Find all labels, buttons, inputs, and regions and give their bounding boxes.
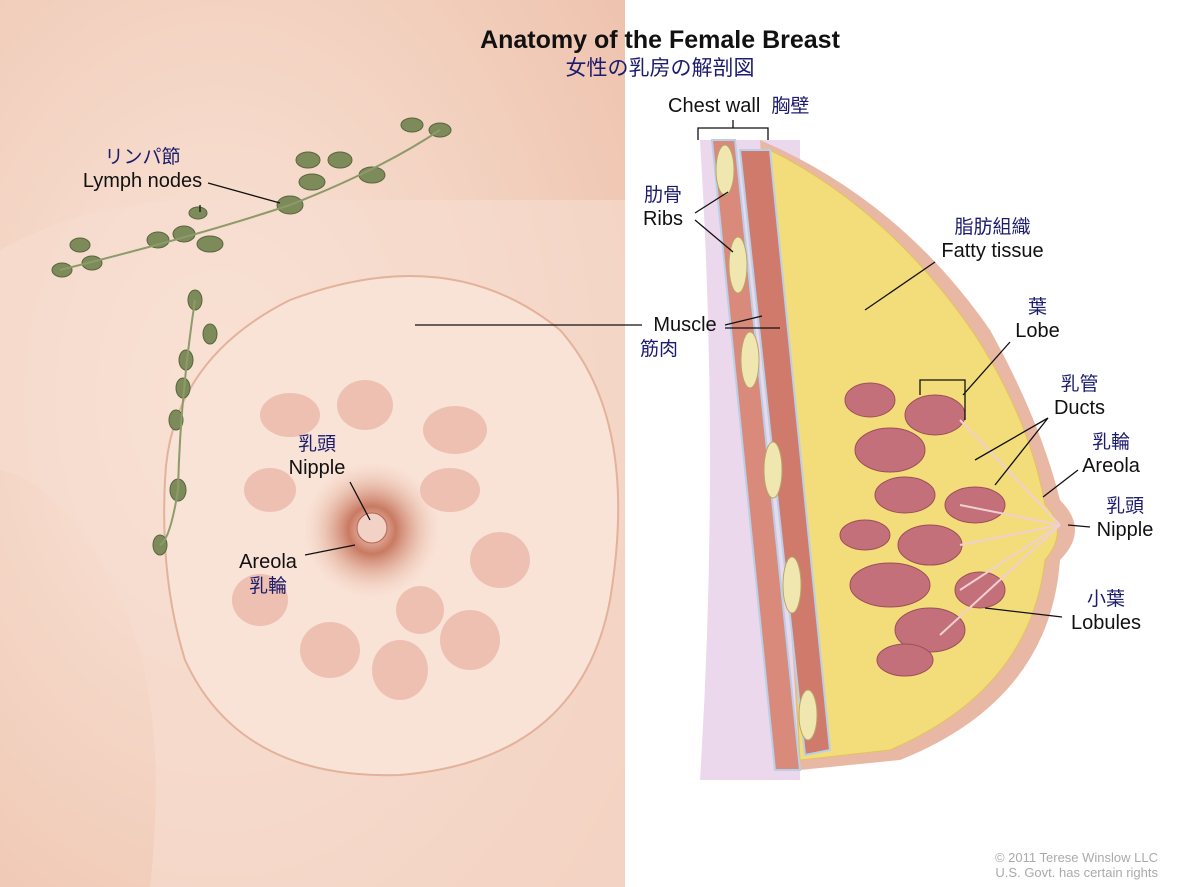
label-en: Lobe — [1015, 320, 1060, 342]
front-view — [0, 0, 625, 887]
label-fatty-tissue: 脂肪組織 Fatty tissue — [925, 215, 1060, 263]
label-muscle: Muscle 筋肉 — [640, 313, 730, 361]
label-en: Lymph nodes — [82, 170, 203, 192]
label-en: Nipple — [1096, 519, 1154, 541]
label-ja: 乳頭 — [1105, 495, 1144, 517]
label-lobe: 葉 Lobe — [1005, 295, 1070, 343]
copyright: © 2011 Terese Winslow LLC U.S. Govt. has… — [995, 850, 1158, 880]
label-en: Ribs — [642, 208, 683, 230]
figure-title: Anatomy of the Female Breast 女性の乳房の解剖図 — [440, 26, 880, 82]
copyright-line1: © 2011 Terese Winslow LLC — [994, 850, 1158, 865]
label-lymph-nodes: リンパ節 Lymph nodes — [70, 145, 215, 193]
label-en: Areola — [239, 551, 297, 573]
label-en: Lobules — [1070, 612, 1142, 634]
label-ja: 小葉 — [1086, 588, 1125, 610]
label-en: Muscle — [653, 314, 717, 336]
side-view — [625, 0, 1200, 887]
label-en: Ducts — [1053, 397, 1106, 419]
copyright-line2: U.S. Govt. has certain rights — [995, 865, 1158, 880]
label-ja: 乳頭 — [297, 433, 336, 455]
label-ja: 肋骨 — [643, 184, 682, 206]
label-areola-front: Areola 乳輪 — [228, 550, 308, 598]
label-lobules: 小葉 Lobules — [1060, 587, 1152, 635]
label-ja: 胸壁 — [771, 95, 810, 117]
label-nipple-front: 乳頭 Nipple — [275, 432, 359, 480]
label-ja: 葉 — [1027, 296, 1047, 318]
label-ribs: 肋骨 Ribs — [628, 183, 698, 231]
label-ja: 乳輪 — [248, 575, 287, 597]
label-chest-wall: Chest wall 胸壁 — [668, 94, 868, 118]
label-ja: 筋肉 — [640, 338, 679, 360]
title-ja: 女性の乳房の解剖図 — [565, 56, 755, 80]
label-ducts: 乳管 Ducts — [1042, 372, 1117, 420]
label-ja: 乳輪 — [1091, 431, 1130, 453]
label-nipple-side: 乳頭 Nipple — [1088, 494, 1162, 542]
label-ja: 乳管 — [1060, 373, 1099, 395]
leader-lines — [199, 120, 1091, 618]
label-ja: 脂肪組織 — [954, 216, 1031, 238]
label-en: Areola — [1082, 455, 1140, 477]
title-en: Anatomy of the Female Breast — [480, 26, 840, 54]
label-areola-side: 乳輪 Areola — [1072, 430, 1150, 478]
label-en: Fatty tissue — [941, 240, 1044, 262]
label-en: Chest wall — [668, 95, 761, 117]
label-ja: リンパ節 — [104, 146, 181, 168]
label-en: Nipple — [288, 457, 346, 479]
